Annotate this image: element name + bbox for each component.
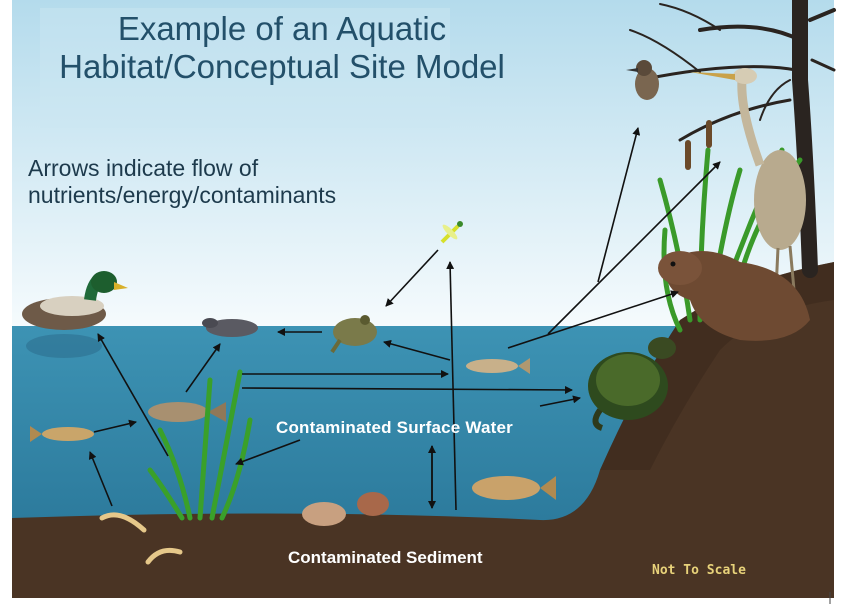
arrow-plant-to-turtle [241,385,573,394]
arrow-fish-to-mammal [185,343,221,393]
title-line-1: Example of an Aquatic [117,10,447,47]
arrow-fish-to-kingfisher [597,127,641,283]
aquatic-plants [147,369,253,521]
water-body [12,326,692,526]
subtitle-line-2: nutrients/energy/contaminants [28,182,337,208]
flow-arrows [88,127,721,511]
arrow-plant-to-duck [97,333,169,457]
arrow-worm-to-fish [88,451,113,507]
small-fish-left [30,426,94,442]
fish-surface-right [466,358,530,374]
painted-turtle [588,337,676,431]
not-to-scale-note: Not To Scale [652,563,746,578]
surface-mammal [202,318,258,337]
carp-bottom [472,476,556,500]
frog [330,315,377,354]
dragonfly [440,221,463,244]
arrow-fish-to-fish [93,419,137,433]
title-line-2: Habitat/Conceptual Site Model [59,48,505,85]
great-blue-heron [690,68,806,291]
arrow-dragonfly-to-frog [385,249,439,307]
arrow-legend-note: Arrows indicate flow of nutrients/energy… [28,155,336,209]
arrow-water-to-turtle [539,395,581,407]
arrow-fish-to-frog [383,339,451,361]
title-panel [40,8,450,128]
surface-water-label: Contaminated Surface Water [276,418,513,437]
fish-middle [148,402,226,422]
river-otter [658,251,810,341]
arrow-water-to-plant [235,439,301,466]
sediment-bed [12,262,834,598]
arrow-up-to-dragonfly [446,261,457,511]
benthic-worms [99,512,183,565]
bare-tree [629,0,836,278]
sediment-label: Contaminated Sediment [288,548,483,567]
arrow-fish-to-otter [507,290,679,349]
cattail-heads [685,120,712,170]
kingfisher-bird [626,60,659,100]
subtitle-line-1: Arrows indicate flow of [28,155,259,181]
arrow-fish-to-heron [547,161,721,335]
clams [302,492,389,526]
diagram-title: Example of an Aquatic Habitat/Conceptual… [22,10,542,86]
mallard-duck [22,271,128,358]
